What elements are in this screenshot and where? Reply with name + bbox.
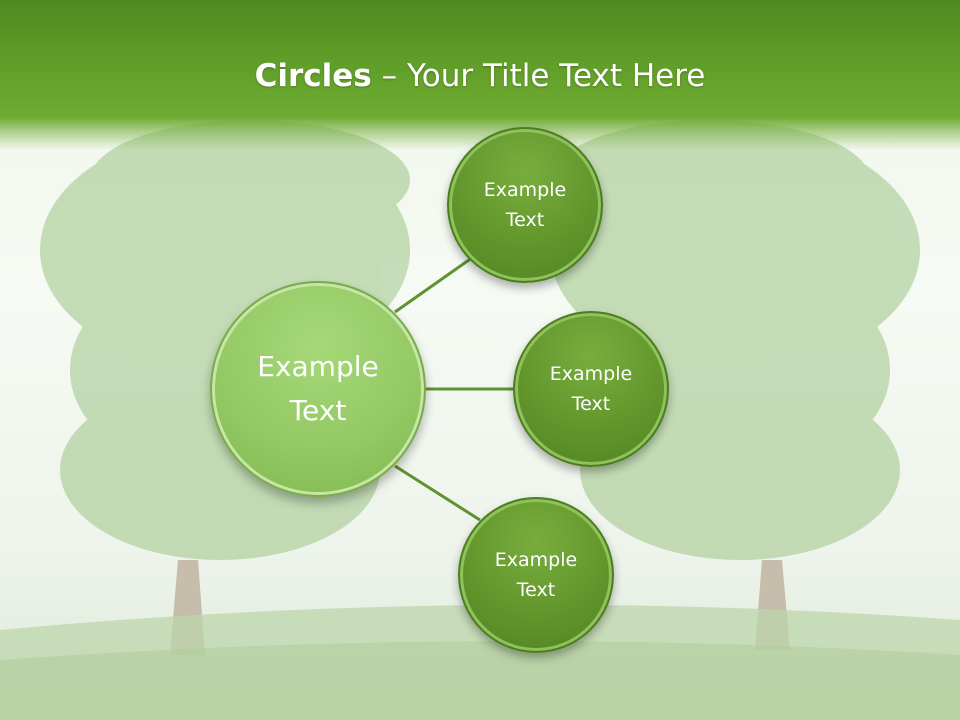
- satellite-circle-label: Example Text: [494, 549, 578, 601]
- header-band: [0, 0, 960, 150]
- connector-to-satellite-1: [394, 253, 477, 314]
- connector-to-satellite-3: [394, 464, 481, 522]
- center-circle-label: Example Text: [257, 350, 379, 427]
- satellite-circle-label: Example Text: [483, 179, 567, 231]
- title-rest-part: – Your Title Text Here: [371, 58, 706, 94]
- title-bold-part: Circles: [254, 58, 372, 94]
- satellite-circle-3[interactable]: Example Text: [458, 497, 614, 653]
- satellite-circle-2[interactable]: Example Text: [513, 311, 669, 467]
- slide-title: Circles – Your Title Text Here: [0, 56, 960, 96]
- center-circle[interactable]: Example Text: [210, 281, 426, 497]
- satellite-circle-1[interactable]: Example Text: [447, 127, 603, 283]
- satellite-circle-label: Example Text: [549, 363, 633, 415]
